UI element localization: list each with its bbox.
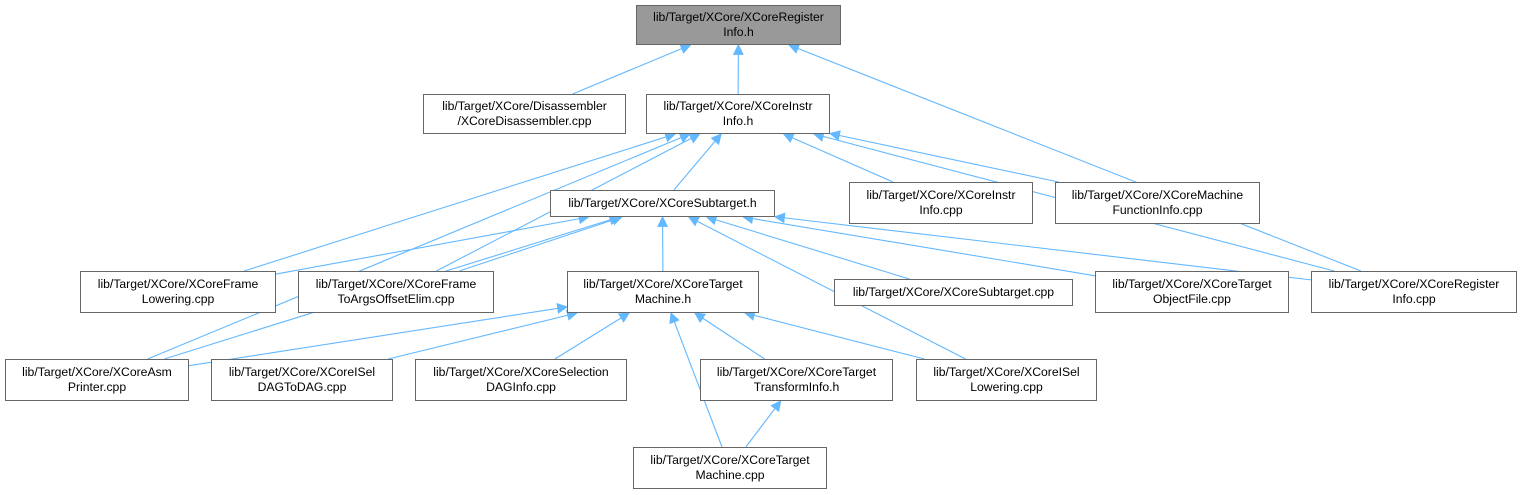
node-label-line-2: ToArgsOffsetElim.cpp <box>337 292 455 306</box>
edge-isellowering-to-targetmachine_h <box>743 310 925 360</box>
node-label-line-1: lib/Target/XCore/XCoreTarget <box>583 277 743 291</box>
node-xcore-target-machine-h[interactable]: lib/Target/XCore/XCoreTarget Machine.h <box>567 271 759 313</box>
node-label-line-1: lib/Target/XCore/XCoreFrame <box>315 277 477 291</box>
node-label-line-2: DAGToDAG.cpp <box>257 380 347 394</box>
node-xcore-asm-printer-cpp[interactable]: lib/Target/XCore/XCoreAsm Printer.cpp <box>5 359 189 401</box>
node-label-line-1: lib/Target/XCore/XCoreSelection <box>433 365 609 379</box>
edge-disassembler-to-registerinfo_h <box>572 43 692 95</box>
node-xcore-disassembler-cpp[interactable]: lib/Target/XCore/Disassembler /XCoreDisa… <box>423 94 626 134</box>
edge-targetobjectfile-to-subtarget_h <box>742 213 1096 277</box>
node-xcore-target-machine-cpp[interactable]: lib/Target/XCore/XCoreTarget Machine.cpp <box>633 447 827 489</box>
edge-frametoargs-to-subtarget_h <box>459 214 623 272</box>
node-label-line-1: lib/Target/XCore/Disassembler <box>442 99 607 113</box>
node-label-line-1: lib/Target/XCore/XCoreISel <box>228 365 376 379</box>
node-label-line-1: lib/Target/XCore/XCoreISel <box>933 365 1080 379</box>
edge-registerinfo_cpp-to-registerinfo_h <box>788 43 1362 272</box>
node-label-line-1: lib/Target/XCore/XCoreSubtarget.h <box>568 196 757 210</box>
node-xcore-target-transform-info-h[interactable]: lib/Target/XCore/XCoreTarget TransformIn… <box>700 359 893 401</box>
node-label-line-2: Lowering.cpp <box>970 380 1043 394</box>
node-label-line-1: lib/Target/XCore/XCoreInstr <box>866 188 1016 202</box>
node-label-line-2: DAGInfo.cpp <box>486 380 556 394</box>
node-label-line-2: Lowering.cpp <box>141 292 215 306</box>
node-label-line-1: lib/Target/XCore/XCoreAsm <box>22 365 172 379</box>
node-xcore-subtarget-cpp[interactable]: lib/Target/XCore/XCoreSubtarget.cpp <box>834 279 1073 306</box>
node-label-line-1: lib/Target/XCore/XCoreFrame <box>97 277 259 291</box>
edge-framelowering-to-instrinfo_h <box>243 131 677 272</box>
edge-asmprinter-to-instrinfo_h <box>147 132 691 360</box>
node-label-line-1: lib/Target/XCore/XCoreSubtarget.cpp <box>852 285 1055 299</box>
edge-registerinfo_cpp-to-subtarget_h <box>773 212 1312 281</box>
edge-asmprinter-to-targetmachine_h <box>188 303 569 367</box>
node-label-line-2: /XCoreDisassembler.cpp <box>457 114 592 128</box>
edge-iseldagtodag-to-targetmachine_h <box>388 310 578 360</box>
node-label-line-2: Printer.cpp <box>67 380 127 394</box>
node-label-line-1: lib/Target/XCore/XCoreTarget <box>716 365 877 379</box>
node-xcore-frame-lowering-cpp[interactable]: lib/Target/XCore/XCoreFrame Lowering.cpp <box>80 271 276 313</box>
node-label-line-2: ObjectFile.cpp <box>1153 292 1231 306</box>
node-xcore-frame-to-args-offset-elim-cpp[interactable]: lib/Target/XCore/XCoreFrame ToArgsOffset… <box>298 271 494 313</box>
node-label-line-2: Info.cpp <box>1392 292 1436 306</box>
node-xcore-target-object-file-cpp[interactable]: lib/Target/XCore/XCoreTarget ObjectFile.… <box>1095 271 1289 313</box>
edge-selectiondaginfo-to-targetmachine_h <box>554 312 631 360</box>
node-label-line-2: Machine.h <box>634 292 692 306</box>
node-xcore-instr-info-cpp[interactable]: lib/Target/XCore/XCoreInstr Info.cpp <box>849 182 1033 224</box>
node-label-line-2: Info.cpp <box>919 203 963 217</box>
node-label-line-1: lib/Target/XCore/XCoreTarget <box>650 453 810 467</box>
node-label-line-1: lib/Target/XCore/XCoreInstr <box>663 99 813 113</box>
edge-framelowering-to-subtarget_h <box>275 213 590 275</box>
node-label-line-2: TransformInfo.h <box>753 380 840 394</box>
edge-transforminfo_h-to-targetmachine_h <box>693 312 765 360</box>
node-label-line-2: Info.h <box>722 114 754 128</box>
node-xcore-machine-function-info-cpp[interactable]: lib/Target/XCore/XCoreMachine FunctionIn… <box>1055 182 1260 224</box>
edge-subtarget_h-to-instrinfo_h <box>673 133 722 191</box>
edge-instrinfo_cpp-to-instrinfo_h <box>782 132 894 183</box>
node-label-line-1: lib/Target/XCore/XCoreMachine <box>1071 188 1244 202</box>
node-xcore-register-info-cpp[interactable]: lib/Target/XCore/XCoreRegister Info.cpp <box>1311 271 1517 313</box>
edge-targetmachine_cpp-to-targetmachine_h <box>669 311 723 448</box>
node-xcore-register-info-h: lib/Target/XCore/XCoreRegister Info.h <box>636 5 841 45</box>
node-label-line-2: FunctionInfo.cpp <box>1112 203 1203 217</box>
node-label-line-2: Machine.cpp <box>695 468 765 482</box>
node-xcore-instr-info-h[interactable]: lib/Target/XCore/XCoreInstr Info.h <box>646 94 830 134</box>
edge-isellowering-to-subtarget_h <box>687 216 966 360</box>
edge-machinefuncinfo-to-instrinfo_h <box>828 130 1059 183</box>
edge-subtarget_cpp-to-subtarget_h <box>705 214 910 280</box>
node-xcore-subtarget-h[interactable]: lib/Target/XCore/XCoreSubtarget.h <box>550 190 775 217</box>
node-xcore-selection-dag-info-cpp[interactable]: lib/Target/XCore/XCoreSelection DAGInfo.… <box>415 359 627 401</box>
node-xcore-isel-dag-to-dag-cpp[interactable]: lib/Target/XCore/XCoreISel DAGToDAG.cpp <box>211 359 393 401</box>
node-label-line-1: lib/Target/XCore/XCoreTarget <box>1112 277 1272 291</box>
node-label-line-1: lib/Target/XCore/XCoreRegister <box>653 10 824 24</box>
edge-targetmachine_cpp-to-transforminfo_h <box>745 400 782 448</box>
node-label-line-1: lib/Target/XCore/XCoreRegister <box>1328 277 1500 291</box>
node-label-line-2: Info.h <box>723 25 754 39</box>
node-xcore-isel-lowering-cpp[interactable]: lib/Target/XCore/XCoreISel Lowering.cpp <box>916 359 1097 401</box>
